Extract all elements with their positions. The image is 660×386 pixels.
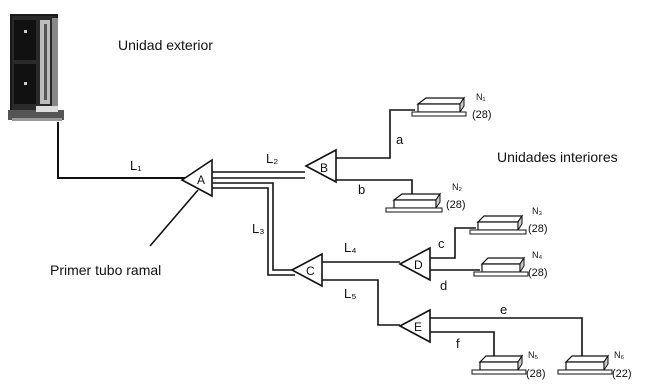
indoor-unit-n4-id: N₄ bbox=[532, 250, 542, 260]
indoor-unit-n6: N₆ (22) bbox=[557, 350, 632, 380]
pipe-e bbox=[430, 317, 583, 362]
segment-l5-label: L₅ bbox=[344, 286, 356, 301]
indoor-unit-n4-capacity: (28) bbox=[528, 267, 548, 279]
branch-b-label: B bbox=[320, 161, 328, 175]
segment-l2-label: L₂ bbox=[266, 151, 278, 166]
segment-l1-label: L₁ bbox=[130, 158, 142, 173]
indoor-unit-n5-capacity: (28) bbox=[526, 368, 546, 380]
segment-b-label: b bbox=[358, 182, 365, 197]
indoor-unit-n2-id: N₂ bbox=[452, 182, 462, 192]
indoor-unit-n5: N₅ (28) bbox=[471, 350, 546, 380]
indoor-unit-n2-capacity: (28) bbox=[446, 199, 466, 211]
indoor-unit-n3-capacity: (28) bbox=[528, 223, 548, 235]
branch-d-label: D bbox=[414, 258, 423, 272]
branch-c-label: C bbox=[306, 264, 315, 278]
indoor-unit-n1-id: N₁ bbox=[476, 92, 486, 102]
branch-c: C bbox=[290, 252, 323, 288]
segment-f-label: f bbox=[456, 336, 460, 351]
indoor-unit-n3-id: N₃ bbox=[532, 206, 542, 216]
branch-e-label: E bbox=[414, 320, 422, 334]
segment-l4-label: L₄ bbox=[344, 240, 357, 255]
branch-d: D bbox=[398, 246, 431, 282]
indoor-unit-n6-capacity: (22) bbox=[612, 368, 632, 380]
segment-e-label: e bbox=[500, 302, 507, 317]
pipe-l3-b bbox=[212, 187, 295, 276]
pipe-c bbox=[430, 227, 476, 259]
branch-a-label: A bbox=[197, 173, 205, 187]
segment-c-label: c bbox=[438, 236, 445, 251]
indoor-units-label: Unidades interiores bbox=[497, 149, 618, 165]
first-branch-pointer bbox=[149, 189, 199, 247]
indoor-unit-n2: N₂ (28) bbox=[385, 182, 466, 213]
first-branch-label: Primer tubo ramal bbox=[50, 262, 161, 278]
pipe-l3 bbox=[212, 182, 295, 271]
indoor-unit-n4: N₄ (28) bbox=[473, 250, 548, 279]
pipe-l1 bbox=[57, 122, 186, 179]
branch-b: B bbox=[304, 148, 337, 184]
pipe-a bbox=[336, 109, 415, 159]
pipe-l5 bbox=[322, 279, 400, 326]
indoor-unit-n1-capacity: (28) bbox=[472, 109, 492, 121]
segment-a-label: a bbox=[396, 132, 404, 147]
segment-d-label: d bbox=[440, 278, 447, 293]
pipe-f bbox=[430, 331, 495, 362]
indoor-unit-n5-id: N₅ bbox=[528, 350, 538, 360]
segment-l3-label: L₃ bbox=[252, 221, 265, 236]
branch-e: E bbox=[398, 308, 431, 344]
indoor-unit-n6-id: N₆ bbox=[614, 350, 624, 360]
indoor-unit-n3: N₃ (28) bbox=[469, 206, 548, 235]
outdoor-unit bbox=[8, 14, 64, 121]
indoor-unit-n1: N₁ (28) bbox=[411, 92, 492, 121]
branch-a: A bbox=[180, 158, 213, 198]
outdoor-unit-label: Unidad exterior bbox=[118, 37, 213, 53]
